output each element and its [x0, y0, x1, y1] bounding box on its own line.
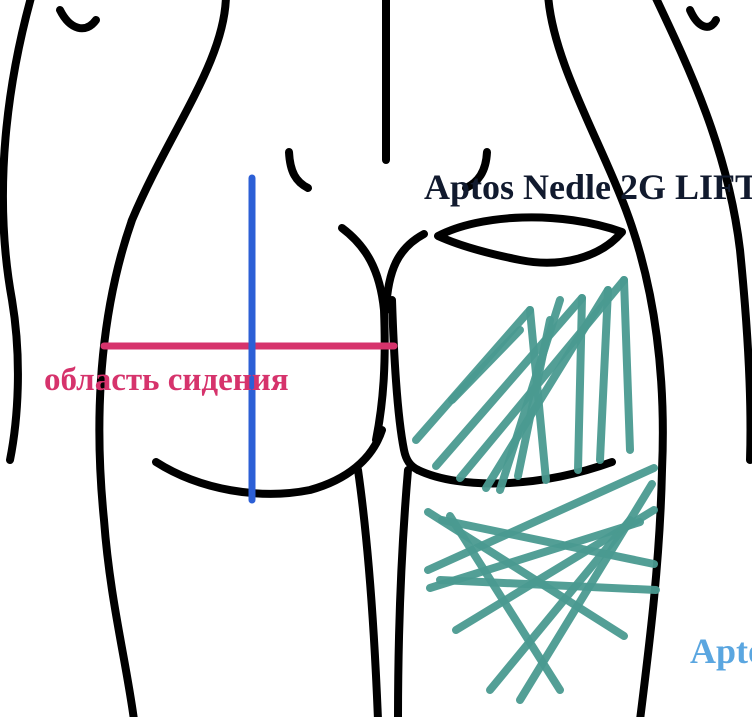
right-buttock-inner: [392, 300, 418, 470]
gluteal-cleft-left: [342, 228, 385, 440]
thread-type-label-bottom: Aptos: [690, 630, 752, 672]
right-outer-contour: [654, 0, 751, 460]
entry-point-marker: [438, 217, 622, 262]
thread-type-label-top: Aptos Nedle 2G LIFT: [424, 166, 752, 208]
right-arm-crease: [690, 10, 716, 27]
right-inner-thigh: [398, 470, 408, 717]
left-outer-contour: [3, 0, 32, 460]
left-arm-crease: [60, 10, 96, 28]
thread-crosshatch-lines: [428, 468, 656, 700]
seat-area-label: область сидения: [44, 362, 289, 399]
left-dimple: [289, 152, 308, 188]
left-hip-contour: [99, 0, 226, 717]
left-gluteal-fold: [156, 430, 382, 494]
thread-lift-lines: [416, 280, 630, 490]
left-inner-thigh: [358, 470, 378, 717]
body-outline: [3, 0, 751, 717]
